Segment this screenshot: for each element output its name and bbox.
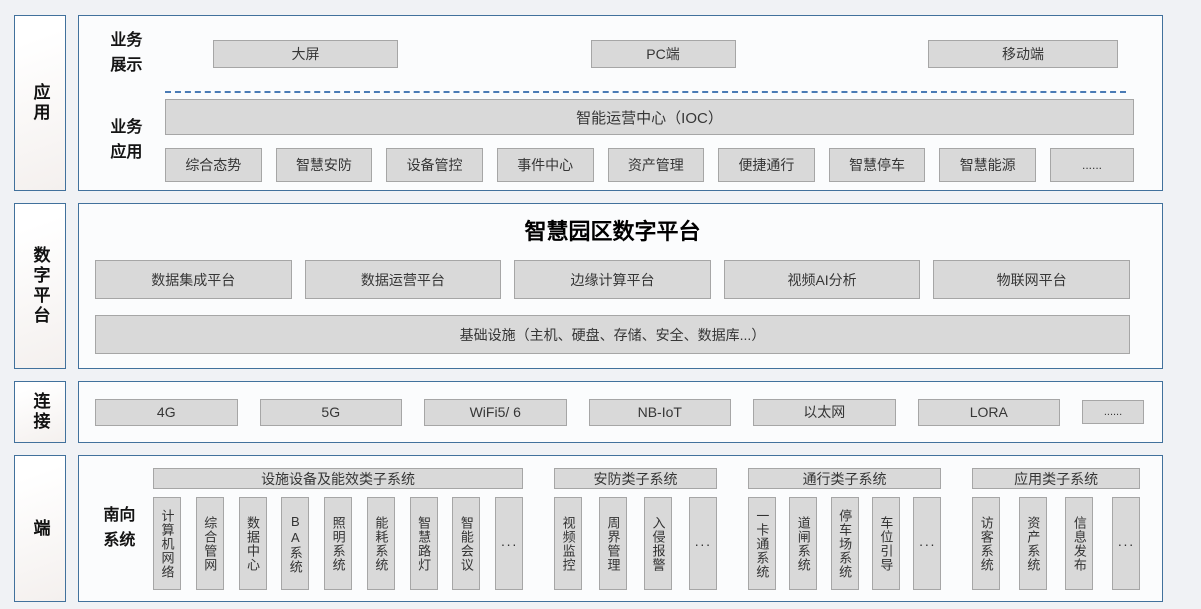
subsystem-box: 视频监控 bbox=[554, 497, 583, 590]
business-app-box: 事件中心 bbox=[496, 148, 594, 182]
group-access: 通行类子系统 ··· 一卡通系统道闸系统停车场系统车位引导 bbox=[747, 468, 942, 590]
group-boxes-security: ··· 视频监控周界管理入侵报警 bbox=[554, 497, 717, 590]
subsystem-box: 数据中心 bbox=[238, 497, 267, 590]
diagram-grid: 应用 业务展示 大屏 PC端 移动端 业务应用 智能运营中心（IOC） ...... bbox=[14, 15, 1163, 602]
platform-row: 数据集成平台数据运营平台边缘计算平台视频AI分析物联网平台 bbox=[95, 260, 1130, 299]
business-app-box: 智慧安防 bbox=[275, 148, 373, 182]
infrastructure-bar: 基础设施（主机、硬盘、存储、安全、数据库...） bbox=[95, 315, 1130, 354]
connection-panel: ...... 4G 5G WiFi5/ 6 NB-IoT 以太网 LORA bbox=[78, 381, 1163, 443]
subsystem-more-box: ··· bbox=[495, 497, 524, 590]
subsystem-box: 能耗系统 bbox=[366, 497, 395, 590]
platform-box: 数据运营平台 bbox=[304, 260, 502, 299]
group-boxes-application-systems: ··· 访客系统资产系统信息发布 bbox=[972, 497, 1140, 590]
group-security: 安防类子系统 ··· 视频监控周界管理入侵报警 bbox=[554, 468, 717, 590]
platform-box: 物联网平台 bbox=[933, 260, 1130, 299]
subsystem-box: 计算机网络 bbox=[153, 497, 181, 590]
subsystem-box: 周界管理 bbox=[599, 497, 627, 590]
group-header-access: 通行类子系统 bbox=[747, 468, 942, 489]
business-app-box: 资产管理 bbox=[607, 148, 705, 182]
business-app-box: 设备管控 bbox=[386, 148, 483, 182]
side-label-application: 应用 bbox=[14, 15, 66, 191]
subsystem-box: 信息发布 bbox=[1065, 497, 1094, 590]
group-boxes-access: ··· 一卡通系统道闸系统停车场系统车位引导 bbox=[747, 497, 942, 590]
connection-box: 5G bbox=[259, 398, 402, 426]
subsystem-box: 停车场系统 bbox=[830, 497, 859, 590]
connection-more-box: ...... bbox=[1082, 400, 1144, 424]
platform-box: 视频AI分析 bbox=[723, 260, 921, 299]
display-terminal-box: 大屏 bbox=[213, 40, 398, 68]
connection-box: LORA bbox=[917, 398, 1060, 426]
connection-box: WiFi5/ 6 bbox=[424, 398, 567, 426]
digital-platform-panel: 智慧园区数字平台 数据集成平台数据运营平台边缘计算平台视频AI分析物联网平台 基… bbox=[78, 203, 1163, 369]
group-facility-energy: 设施设备及能效类子系统 ··· 计算机网络综合管网数据中心 BA系统照明系统能耗系… bbox=[153, 468, 524, 590]
side-label-terminal: 端 bbox=[14, 455, 66, 602]
dashed-divider bbox=[165, 91, 1126, 93]
display-terminal-box: 移动端 bbox=[928, 40, 1118, 68]
connection-box: 4G bbox=[95, 398, 238, 426]
subsystem-box: 智能会议 bbox=[452, 497, 481, 590]
group-header-application-systems: 应用类子系统 bbox=[972, 468, 1140, 489]
subsystem-box: 资产系统 bbox=[1018, 497, 1047, 590]
business-display-label: 业务展示 bbox=[110, 32, 143, 74]
subsystem-box: 智慧路灯 bbox=[409, 497, 438, 590]
business-app-more-box: ...... bbox=[1050, 148, 1134, 182]
side-label-digital-platform: 数字平台 bbox=[14, 203, 66, 369]
subsystem-box: 入侵报警 bbox=[643, 497, 672, 590]
business-app-row: ...... 综合态势智慧安防设备管控事件中心资产管理便捷通行智慧停车智慧能源 bbox=[165, 148, 1134, 182]
group-application-systems: 应用类子系统 ··· 访客系统资产系统信息发布 bbox=[972, 468, 1140, 590]
subsystem-more-box: ··· bbox=[1112, 497, 1140, 590]
subsystem-box: 车位引导 bbox=[871, 497, 900, 590]
group-header-facility-energy: 设施设备及能效类子系统 bbox=[153, 468, 524, 489]
business-app-box: 智慧能源 bbox=[939, 148, 1036, 182]
group-header-security: 安防类子系统 bbox=[554, 468, 717, 489]
business-app-box: 综合态势 bbox=[165, 148, 262, 182]
group-boxes-facility-energy: ··· 计算机网络综合管网数据中心 BA系统照明系统能耗系统智慧路灯智能会议 bbox=[153, 497, 524, 590]
business-app-box: 便捷通行 bbox=[718, 148, 815, 182]
application-panel: 业务展示 大屏 PC端 移动端 业务应用 智能运营中心（IOC） ...... 综合… bbox=[78, 15, 1163, 191]
side-label-connection: 连接 bbox=[14, 381, 66, 443]
subsystem-box: 综合管网 bbox=[195, 497, 224, 590]
subsystem-box: 照明系统 bbox=[324, 497, 353, 590]
platform-title: 智慧园区数字平台 bbox=[524, 219, 701, 244]
subsystem-more-box: ··· bbox=[688, 497, 717, 590]
southbound-systems-label: 南向系统 bbox=[103, 507, 136, 549]
business-app-box: 智慧停车 bbox=[828, 148, 926, 182]
display-terminal-box: PC端 bbox=[590, 40, 736, 68]
ioc-bar: 智能运营中心（IOC） bbox=[165, 99, 1134, 135]
business-application-label: 业务应用 bbox=[110, 118, 143, 161]
connection-box: 以太网 bbox=[753, 398, 896, 426]
subsystem-box: 一卡通系统 bbox=[747, 497, 776, 590]
subsystem-groups: 设施设备及能效类子系统 ··· 计算机网络综合管网数据中心 BA系统照明系统能耗系… bbox=[153, 468, 1140, 590]
subsystem-box: BA系统 bbox=[281, 497, 310, 590]
terminal-panel: 南向系统 设施设备及能效类子系统 ··· 计算机网络综合管网数据中心 BA系统照明… bbox=[78, 455, 1163, 602]
subsystem-more-box: ··· bbox=[913, 497, 942, 590]
connection-box: NB-IoT bbox=[588, 398, 731, 426]
subsystem-box: 访客系统 bbox=[972, 497, 1001, 590]
platform-box: 数据集成平台 bbox=[95, 260, 292, 299]
subsystem-box: 道闸系统 bbox=[789, 497, 818, 590]
display-terminal-row: 大屏 PC端 移动端 bbox=[165, 23, 1134, 85]
platform-box: 边缘计算平台 bbox=[514, 260, 711, 299]
